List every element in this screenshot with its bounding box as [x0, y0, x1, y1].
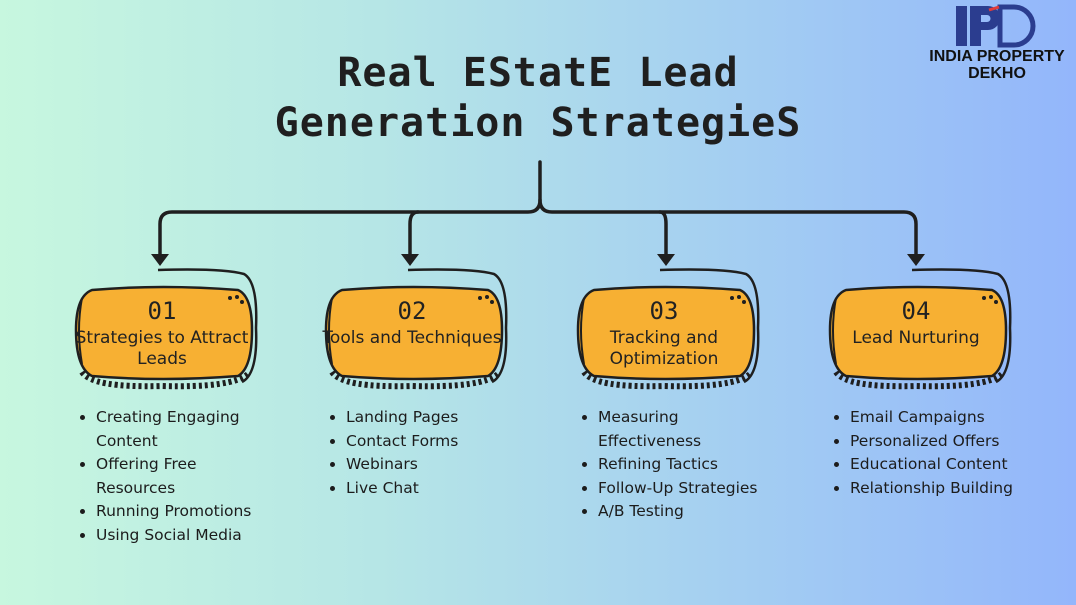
bullet-item: Refining Tactics — [580, 453, 770, 477]
card-shape-icon — [828, 268, 1012, 390]
bullet-item: Email Campaigns — [832, 406, 1022, 430]
card-label: Lead Nurturing — [852, 328, 980, 348]
card-number: 04 — [901, 297, 931, 325]
logo: INDIA PROPERTY DEKHO — [920, 4, 1074, 82]
title-line-1: Real EStatE Lead — [337, 50, 739, 96]
bullet-item: Webinars — [328, 453, 518, 477]
bullet-item: Personalized Offers — [832, 430, 1022, 454]
bullet-item: Running Promotions — [78, 500, 268, 524]
bullet-item: Live Chat — [328, 477, 518, 501]
bullet-item: Landing Pages — [328, 406, 518, 430]
arrowhead-2-icon — [401, 254, 419, 266]
bullet-item: Contact Forms — [328, 430, 518, 454]
arrowhead-3-icon — [657, 254, 675, 266]
card-number: 02 — [397, 297, 427, 325]
bullet-item: Using Social Media — [78, 524, 268, 548]
card-number: 03 — [649, 297, 679, 325]
card-shape-icon — [74, 268, 258, 390]
card-number: 01 — [147, 297, 177, 325]
branch-2-line — [408, 210, 420, 264]
card-shape-icon — [324, 268, 508, 390]
branch-3-line — [658, 210, 668, 264]
logo-text-line-1: INDIA PROPERTY — [929, 48, 1065, 65]
card-label: Strategies to Attract Leads — [75, 328, 249, 369]
arrowhead-4-icon — [907, 254, 925, 266]
bullet-item: A/B Testing — [580, 500, 770, 524]
card-shape-icon — [576, 268, 760, 390]
ipd-logo-mark-icon — [956, 4, 1036, 48]
trunk-line — [158, 160, 542, 264]
bullet-item: Measuring Effectiveness — [580, 406, 770, 453]
card-label: Tools and Techniques — [322, 328, 502, 348]
bullet-item: Offering Free Resources — [78, 453, 268, 500]
card-label: Tracking and Optimization — [609, 328, 719, 369]
bullet-item: Relationship Building — [832, 477, 1022, 501]
bullet-item: Creating Engaging Content — [78, 406, 268, 453]
title-line-2: Generation StrategieS — [274, 100, 802, 146]
bullet-item: Educational Content — [832, 453, 1022, 477]
logo-text-line-2: DEKHO — [968, 65, 1026, 82]
page-title: Real EStatE Lead Generation StrategieS — [0, 48, 1076, 148]
bullet-item: Follow-Up Strategies — [580, 477, 770, 501]
arrowhead-1-icon — [151, 254, 169, 266]
branch-right-line — [538, 198, 918, 264]
